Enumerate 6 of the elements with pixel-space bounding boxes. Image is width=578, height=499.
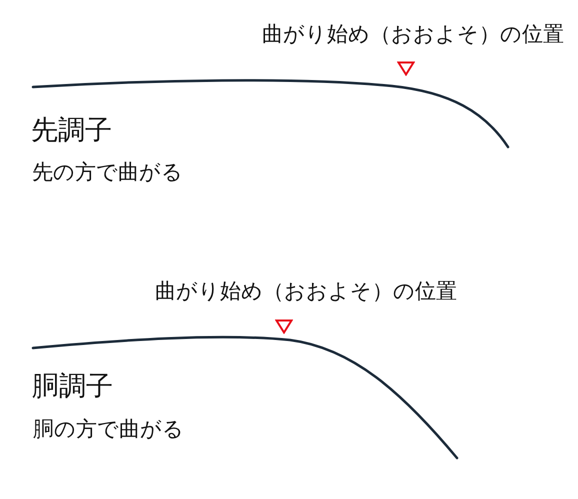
- rod-type-heading: 先調子: [31, 115, 112, 148]
- position-note: 曲がり始め（おおよそ）の位置: [155, 279, 457, 304]
- rod-type-description: 先の方で曲がる: [32, 160, 183, 186]
- rod-type-heading: 胴調子: [32, 371, 113, 404]
- rod-type-description: 胴の方で曲がる: [33, 417, 184, 442]
- position-note: 曲がり始め（おおよそ）の位置: [262, 22, 564, 48]
